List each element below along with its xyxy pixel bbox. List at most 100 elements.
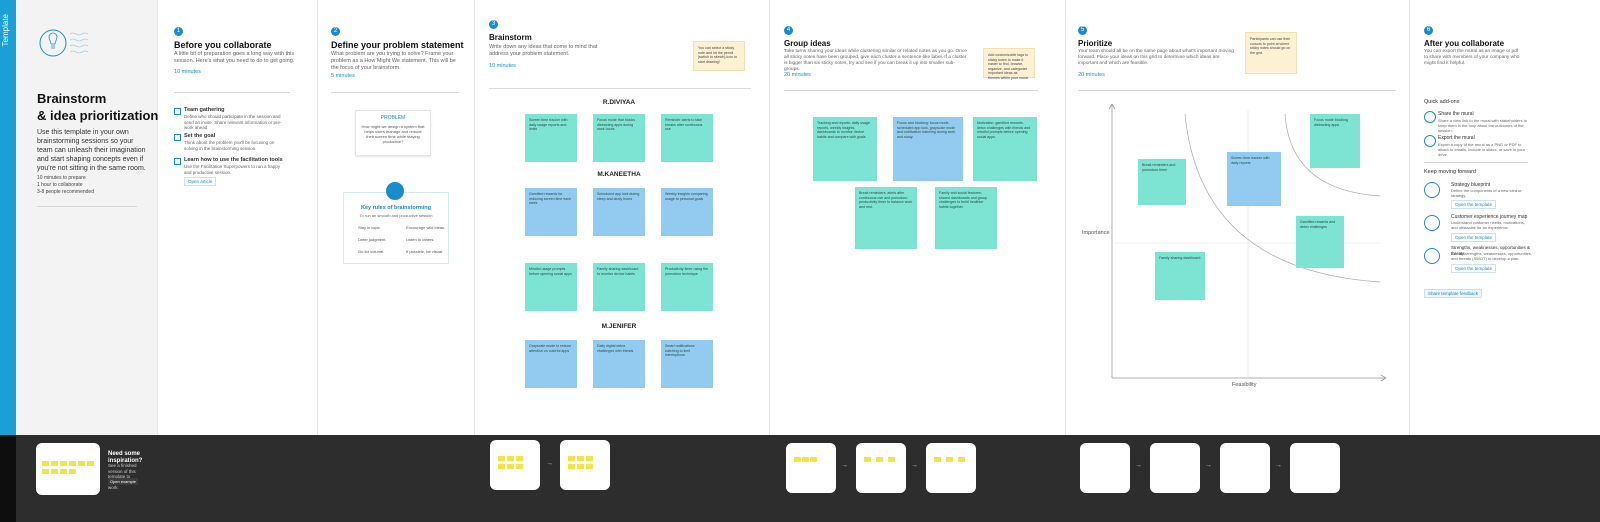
priority-sticky[interactable]: Gamified rewards and detox challenges bbox=[1296, 216, 1344, 268]
help-text: See a finished version of this template … bbox=[108, 463, 137, 490]
step-thumbnail bbox=[490, 440, 540, 490]
cluster-sticky[interactable]: Focus and blocking: focus mode, schedule… bbox=[893, 117, 963, 181]
item-team-gathering-label: Team gathering bbox=[184, 107, 225, 113]
priority-sticky[interactable]: Break reminders and pomodoro timer bbox=[1138, 159, 1186, 205]
brainstorm-tip-note[interactable]: You can select a sticky note and hit the… bbox=[693, 41, 745, 71]
idea-sticky[interactable]: Reminder alerts to take breaks after con… bbox=[661, 114, 713, 162]
y-axis-label: Importance bbox=[1082, 230, 1110, 236]
thumb-sticky bbox=[888, 457, 895, 462]
person-name-1: R.DIVIYAA bbox=[602, 99, 636, 106]
before-panel bbox=[158, 0, 318, 435]
thumb-sticky bbox=[958, 457, 965, 462]
define-title: Define your problem statement bbox=[331, 40, 464, 50]
group-time: 20 minutes bbox=[784, 72, 811, 78]
keep-moving-title: Keep moving forward bbox=[1424, 169, 1476, 175]
idea-sticky[interactable]: Screen time tracker with daily usage rep… bbox=[525, 114, 577, 162]
open-example-button[interactable]: Open example bbox=[108, 478, 138, 485]
problem-card[interactable]: PROBLEM How might we design a system tha… bbox=[355, 110, 431, 156]
arrow-right-icon: → bbox=[1275, 462, 1282, 469]
thumb-sticky bbox=[42, 461, 49, 466]
priority-sticky[interactable]: Screen time tracker with daily reports bbox=[1227, 152, 1281, 206]
strategy-icon bbox=[1424, 182, 1440, 198]
after-text: You can export the mural as an image or … bbox=[1424, 49, 1520, 66]
step-2-badge: 2 bbox=[331, 27, 340, 36]
example-thumbnail[interactable] bbox=[36, 443, 100, 495]
brainstorm-title: Brainstorm bbox=[489, 33, 532, 42]
idea-sticky[interactable]: Family sharing dashboard to monitor devi… bbox=[593, 263, 645, 311]
idea-sticky[interactable]: Productivity timer using the pomodoro te… bbox=[661, 263, 713, 311]
arrow-right-icon: → bbox=[911, 462, 918, 469]
thumb-sticky bbox=[568, 464, 575, 469]
cover-divider bbox=[37, 206, 137, 207]
thumb-sticky bbox=[586, 456, 593, 461]
item-set-goal-label: Set the goal bbox=[184, 133, 216, 139]
define-text: What problem are you trying to solve? Fr… bbox=[331, 51, 456, 71]
rules-card: Key rules of brainstorming To run an smo… bbox=[343, 192, 449, 264]
brainstorm-divider bbox=[489, 88, 751, 89]
cluster-sticky[interactable]: Break reminders: alerts after continuous… bbox=[855, 187, 917, 249]
idea-sticky[interactable]: Focus mode that blocks distracting apps … bbox=[593, 114, 645, 162]
item-set-goal-text: Think about the problem you'll be focusi… bbox=[184, 140, 275, 151]
thumb-sticky bbox=[78, 461, 85, 466]
idea-sticky[interactable]: Smart notifications batching to limit in… bbox=[661, 340, 713, 388]
share-feedback-button[interactable]: Share template feedback bbox=[1424, 289, 1483, 298]
share-icon bbox=[1424, 111, 1436, 123]
before-title: Before you collaborate bbox=[174, 40, 272, 50]
thumb-sticky bbox=[810, 457, 817, 462]
prioritize-tip-note[interactable]: Participants can use their cursors to po… bbox=[1245, 32, 1297, 74]
before-divider bbox=[174, 92, 290, 93]
thumb-sticky bbox=[794, 457, 801, 462]
checkbox-set-goal[interactable] bbox=[174, 134, 181, 141]
keep-swot-text: Identify strengths, weaknesses, opportun… bbox=[1451, 251, 1532, 261]
step-thumbnail bbox=[926, 443, 976, 493]
thumb-sticky bbox=[876, 457, 883, 462]
rule-2: Encourage wild ideas. bbox=[406, 225, 446, 230]
arrow-right-icon: → bbox=[841, 462, 848, 469]
brainstorm-time: 10 minutes bbox=[489, 63, 516, 69]
priority-sticky[interactable]: Family sharing dashboard bbox=[1155, 252, 1205, 300]
quick-share-label[interactable]: Share the mural bbox=[1438, 111, 1474, 117]
group-tip-note[interactable]: Add customizable tags to sticky notes to… bbox=[983, 48, 1035, 80]
cluster-sticky[interactable]: Family and social features: shared dashb… bbox=[935, 187, 997, 249]
group-divider bbox=[784, 90, 1038, 91]
idea-sticky[interactable]: Grayscale mode to reduce attention on co… bbox=[525, 340, 577, 388]
idea-sticky[interactable]: Daily digital detox challenges with frie… bbox=[593, 340, 645, 388]
step-thumbnail bbox=[786, 443, 836, 493]
keep-journey-label: Customer experience journey map bbox=[1451, 214, 1528, 220]
template-label: Template bbox=[1, 14, 10, 47]
rule-5: Go for volume. bbox=[358, 249, 385, 254]
arrow-right-icon: → bbox=[1135, 462, 1142, 469]
open-template-button[interactable]: Open the template bbox=[1451, 264, 1497, 273]
template-strip: Template bbox=[0, 0, 16, 435]
step-thumbnail bbox=[856, 443, 906, 493]
idea-sticky[interactable]: Scheduled app lock during sleep and stud… bbox=[593, 188, 645, 236]
after-divider bbox=[1424, 162, 1528, 163]
thumb-sticky bbox=[507, 464, 514, 469]
problem-card-title: PROBLEM bbox=[380, 115, 406, 121]
thumb-sticky bbox=[51, 461, 58, 466]
idea-sticky[interactable]: Gamified rewards for reducing screen tim… bbox=[525, 188, 577, 236]
prioritize-title: Prioritize bbox=[1078, 39, 1113, 48]
thumb-sticky bbox=[60, 469, 67, 474]
thumb-sticky bbox=[507, 456, 514, 461]
step-thumbnail bbox=[1150, 443, 1200, 493]
swot-icon bbox=[1424, 248, 1440, 264]
bottom-strip-left bbox=[0, 435, 16, 522]
priority-sticky[interactable]: Focus mode blocking distracting apps bbox=[1310, 114, 1360, 168]
idea-sticky[interactable]: Weekly insights comparing usage to perso… bbox=[661, 188, 713, 236]
define-divider bbox=[331, 92, 459, 93]
checkbox-facilitation-tools[interactable] bbox=[174, 158, 181, 165]
rule-6: If possible, be visual. bbox=[406, 249, 444, 254]
cluster-sticky[interactable]: Tracking and reports: daily usage report… bbox=[813, 117, 877, 181]
rule-1: Stay in topic. bbox=[358, 225, 381, 230]
open-template-button[interactable]: Open the template bbox=[1451, 233, 1497, 242]
quick-addons-title: Quick add-ons bbox=[1424, 99, 1460, 105]
idea-sticky[interactable]: Mindful usage prompts before opening soc… bbox=[525, 263, 577, 311]
checkbox-team-gathering[interactable] bbox=[174, 108, 181, 115]
open-template-button[interactable]: Open the template bbox=[1451, 200, 1497, 209]
open-article-button[interactable]: Open article bbox=[184, 177, 217, 186]
cluster-sticky[interactable]: Motivation: gamified rewards, detox chal… bbox=[973, 117, 1037, 181]
keep-strategy-label: Strategy blueprint bbox=[1451, 182, 1491, 188]
step-6-badge: 6 bbox=[1424, 26, 1433, 35]
quick-export-label[interactable]: Export the mural bbox=[1438, 135, 1475, 141]
